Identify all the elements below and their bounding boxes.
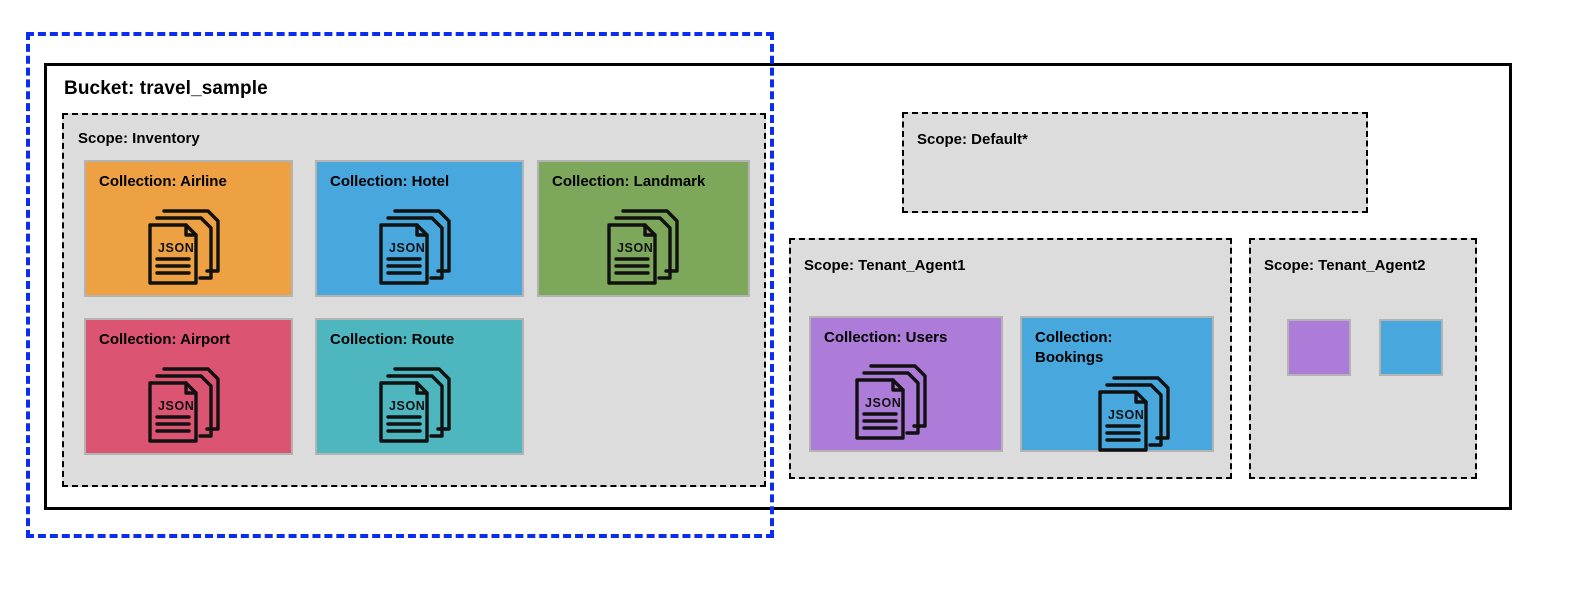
collection-tile-bookings[interactable]: Collection: Bookings JSON [1020, 316, 1214, 452]
json-documents-icon: JSON [855, 364, 927, 440]
svg-text:JSON: JSON [158, 241, 194, 255]
svg-text:JSON: JSON [389, 399, 425, 413]
collection-tile-users[interactable]: Collection: Users JSON [809, 316, 1003, 452]
svg-text:JSON: JSON [617, 241, 653, 255]
json-documents-icon: JSON [379, 367, 451, 443]
collection-label-bookings: Collection: Bookings [1035, 329, 1113, 366]
scope-tenant-agent1-title: Scope: Tenant_Agent1 [804, 257, 966, 274]
collection-label-landmark: Collection: Landmark [552, 173, 706, 190]
collection-tile-route[interactable]: Collection: Route JSON [315, 318, 524, 455]
scope-inventory-title: Scope: Inventory [78, 130, 200, 147]
collection-tile-hotel[interactable]: Collection: Hotel JSON [315, 160, 524, 297]
collection-tile-placeholder-purple[interactable] [1287, 319, 1351, 376]
scope-default-title: Scope: Default* [917, 131, 1028, 148]
bucket-title: Bucket: travel_sample [64, 78, 268, 99]
collection-label-airport: Collection: Airport [99, 331, 231, 348]
collection-label-users: Collection: Users [824, 329, 948, 346]
json-documents-icon: JSON [1098, 376, 1170, 452]
svg-text:JSON: JSON [865, 396, 901, 410]
json-documents-icon: JSON [148, 367, 220, 443]
scope-tenant-agent2-title: Scope: Tenant_Agent2 [1264, 257, 1426, 274]
json-documents-icon: JSON [607, 209, 679, 285]
scope-inventory[interactable]: Scope: Inventory Collection: Airline JSO… [62, 113, 766, 487]
collection-tile-airport[interactable]: Collection: Airport JSON [84, 318, 293, 455]
collection-tile-landmark[interactable]: Collection: Landmark JSON [537, 160, 750, 297]
svg-text:JSON: JSON [1108, 408, 1144, 422]
scope-tenant-agent1[interactable]: Scope: Tenant_Agent1 Collection: Users J… [789, 238, 1232, 479]
scope-default[interactable]: Scope: Default* [902, 112, 1368, 213]
json-documents-icon: JSON [148, 209, 220, 285]
collection-label-airline: Collection: Airline [99, 173, 227, 190]
svg-text:JSON: JSON [158, 399, 194, 413]
scope-tenant-agent2[interactable]: Scope: Tenant_Agent2 [1249, 238, 1477, 479]
collection-label-hotel: Collection: Hotel [330, 173, 450, 190]
collection-tile-placeholder-blue[interactable] [1379, 319, 1443, 376]
collection-tile-airline[interactable]: Collection: Airline JSON [84, 160, 293, 297]
collection-label-route: Collection: Route [330, 331, 455, 348]
svg-text:JSON: JSON [389, 241, 425, 255]
json-documents-icon: JSON [379, 209, 451, 285]
